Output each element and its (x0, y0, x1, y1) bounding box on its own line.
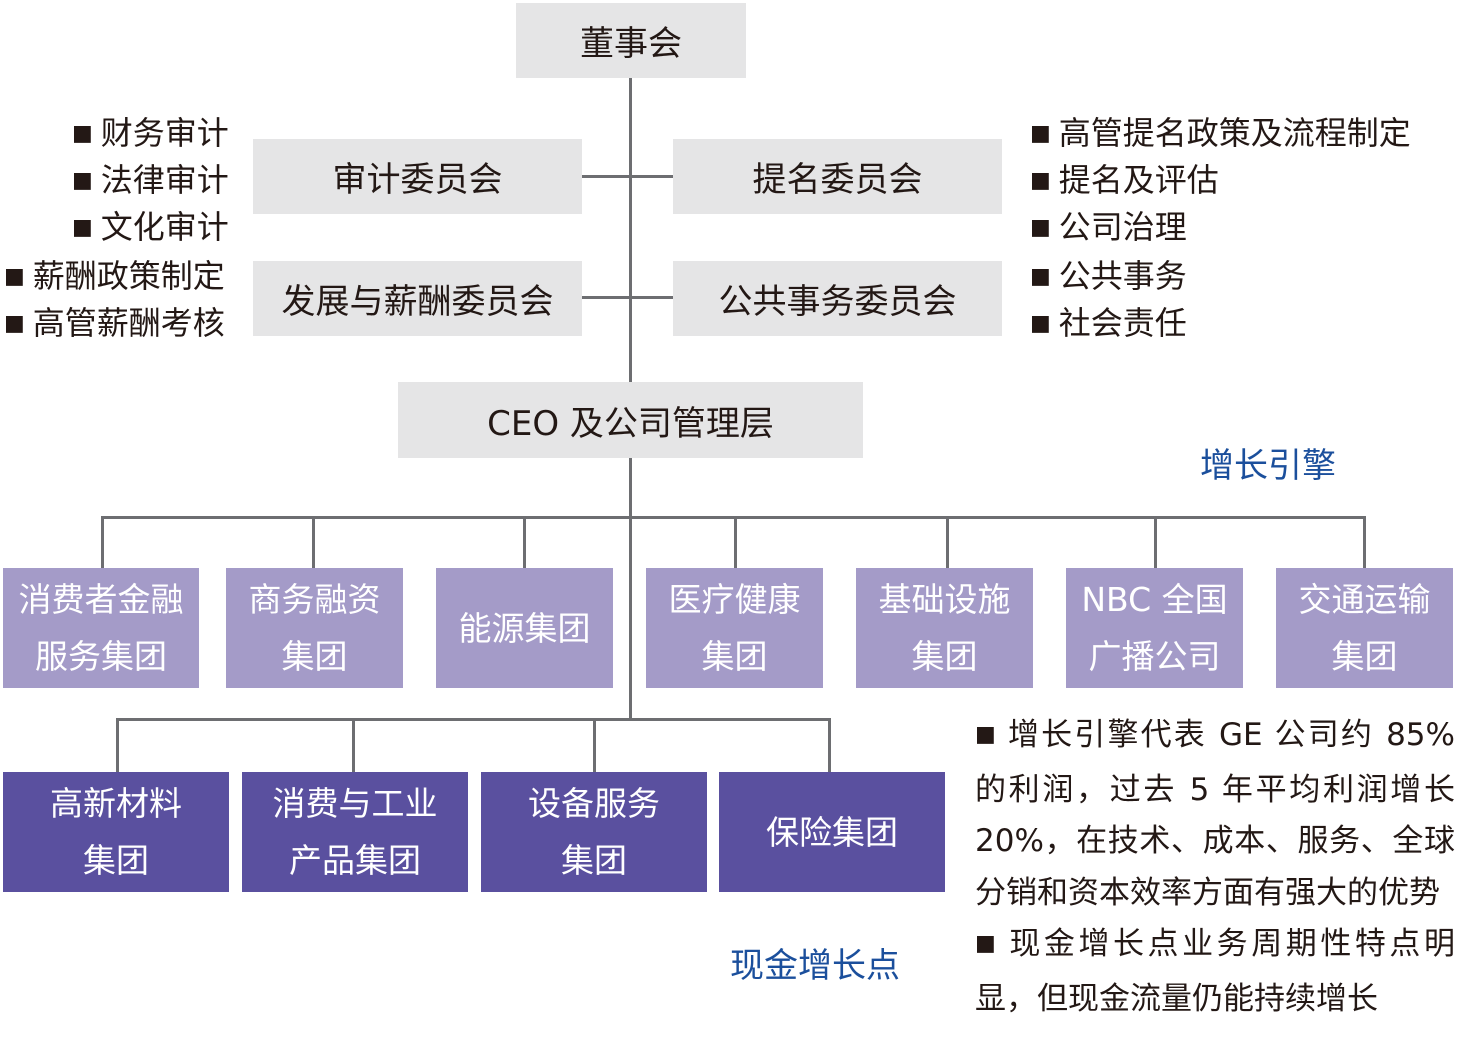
connector-compensation (582, 296, 673, 299)
growth-engine-energy: 能源集团 (436, 568, 613, 688)
note-cash-point: 现金增长点业务周期性特点明显，但现金流量仍能持续增长 (975, 919, 1455, 1025)
audit-duty-item: 财务审计 (72, 112, 229, 159)
nomination-duty-item: 提名及评估 (1030, 159, 1411, 206)
drop-6 (1154, 516, 1157, 568)
cash-point-consumer-industrial: 消费与工业产品集团 (242, 772, 468, 892)
growth-engine-infrastructure: 基础设施集团 (856, 568, 1033, 688)
compensation-duty-item: 高管薪酬考核 (4, 302, 225, 349)
public-affairs-duty-item: 社会责任 (1030, 302, 1187, 349)
growth-engine-healthcare: 医疗健康集团 (646, 568, 823, 688)
board-box: 董事会 (516, 3, 746, 78)
public-affairs-duty-item: 公共事务 (1030, 255, 1187, 302)
nomination-duty-item: 公司治理 (1030, 206, 1411, 253)
audit-duty-item: 法律审计 (72, 159, 229, 206)
compensation-duties: 薪酬政策制定 高管薪酬考核 (4, 255, 225, 349)
compensation-committee-box: 发展与薪酬委员会 (253, 261, 582, 336)
drop-5 (946, 516, 949, 568)
connector-audit (582, 175, 673, 178)
cash-bus (116, 718, 831, 721)
growth-engine-label: 增长引擎 (1200, 446, 1336, 486)
nomination-duty-item: 高管提名政策及流程制定 (1030, 112, 1411, 159)
drop-7 (1363, 516, 1366, 568)
drop-2 (312, 516, 315, 568)
compensation-duty-item: 薪酬政策制定 (4, 255, 225, 302)
growth-engine-consumer-finance: 消费者金融服务集团 (3, 568, 199, 688)
audit-duties: 财务审计 法律审计 文化审计 (72, 112, 229, 253)
audit-duty-item: 文化审计 (72, 206, 229, 253)
cash-point-advanced-materials: 高新材料集团 (3, 772, 229, 892)
cash-drop-3 (593, 718, 596, 772)
audit-committee-box: 审计委员会 (253, 139, 582, 214)
drop-4 (734, 516, 737, 568)
drop-1 (101, 516, 104, 568)
growth-engine-nbc: NBC 全国广播公司 (1066, 568, 1243, 688)
cash-point-label: 现金增长点 (730, 946, 900, 986)
growth-bus (101, 516, 1366, 519)
drop-3 (523, 516, 526, 568)
growth-engine-commercial-finance: 商务融资集团 (226, 568, 403, 688)
cash-point-insurance: 保险集团 (719, 772, 945, 892)
cash-drop-1 (116, 718, 119, 772)
cash-drop-2 (352, 718, 355, 772)
ceo-box: CEO 及公司管理层 (398, 382, 863, 458)
nomination-committee-box: 提名委员会 (673, 139, 1002, 214)
cash-point-equipment-services: 设备服务集团 (481, 772, 707, 892)
nomination-duties: 高管提名政策及流程制定 提名及评估 公司治理 (1030, 112, 1411, 253)
growth-engine-transportation: 交通运输集团 (1276, 568, 1453, 688)
notes: 增长引擎代表 GE 公司约 85% 的利润，过去 5 年平均利润增长 20%，在… (975, 710, 1455, 1025)
public-affairs-committee-box: 公共事务委员会 (673, 261, 1002, 336)
note-growth-engine: 增长引擎代表 GE 公司约 85% 的利润，过去 5 年平均利润增长 20%，在… (975, 710, 1455, 919)
public-affairs-duties: 公共事务 社会责任 (1030, 255, 1187, 349)
cash-drop-4 (828, 718, 831, 772)
